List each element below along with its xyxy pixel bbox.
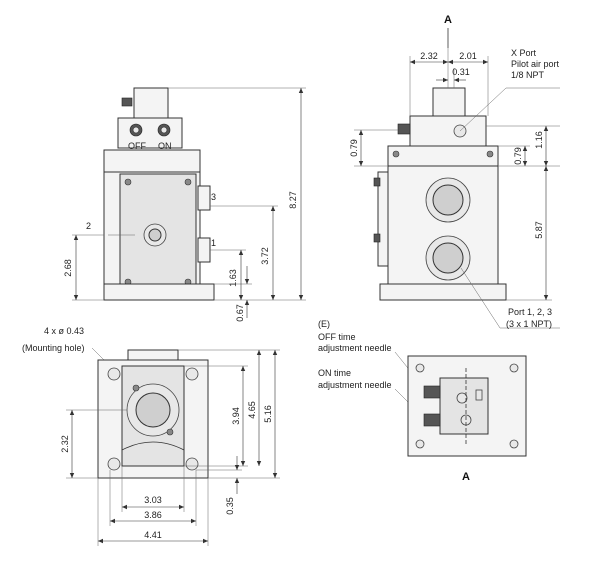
pilot-valve-block (133, 87, 169, 123)
port-2-bore (148, 228, 162, 242)
mounting-hole-icon (185, 457, 199, 471)
bolt-icon (184, 178, 192, 186)
dim-8-27: 8.27 (288, 191, 298, 209)
dim-5-16: 5.16 (263, 405, 273, 423)
dim-3-94: 3.94 (231, 407, 241, 425)
mounting-hole-icon (415, 363, 425, 373)
mounting-hole-icon (107, 457, 121, 471)
pilot-stub (127, 349, 179, 361)
section-mark-a-bottom: A (462, 471, 470, 483)
bottom-port-bore (135, 392, 171, 428)
bolt-icon (124, 178, 132, 186)
off-time-label: OFF time (318, 332, 356, 342)
port-lower-bore (432, 242, 464, 274)
dim-1-63: 1.63 (228, 269, 238, 287)
view-e-title: (E) (318, 319, 330, 329)
front-view: OFF ON 3 2 1 8.27 3.72 (63, 87, 306, 322)
leader-line (459, 87, 507, 132)
on-time-label: ON time (318, 368, 351, 378)
side-fitting (373, 233, 381, 243)
fitting-icon (475, 389, 483, 401)
dim-0-79-right: 0.79 (513, 147, 523, 165)
base-cutout (121, 441, 185, 466)
mounting-hole-icon (107, 367, 121, 381)
side-boss (377, 171, 389, 267)
timer-block (117, 117, 183, 149)
mounting-hole-icon (509, 363, 519, 373)
off-time-desc: adjustment needle (318, 343, 392, 353)
on-label: ON (158, 141, 172, 151)
pilot-valve-block (432, 87, 466, 121)
view-e: (E) OFF time adjustment needle ON time a… (318, 319, 527, 483)
on-needle-icon (423, 413, 441, 427)
base-plate (379, 283, 507, 301)
body-cap (103, 149, 201, 173)
dim-0-31: 0.31 (452, 67, 470, 77)
port-3-boss (197, 185, 211, 211)
dim-3-03: 3.03 (144, 495, 162, 505)
dim-5-87: 5.87 (534, 221, 544, 239)
mounting-hole-icon (509, 439, 519, 449)
ports-label: Port 1, 2, 3 (508, 307, 552, 317)
dim-3-72: 3.72 (260, 247, 270, 265)
off-needle-icon (423, 385, 441, 399)
dim-3-86: 3.86 (144, 510, 162, 520)
port-1-boss (197, 237, 211, 263)
dim-4-65: 4.65 (247, 401, 257, 419)
timer-body (439, 377, 489, 435)
section-mark-a-top: A (444, 14, 452, 26)
port-3-label: 3 (211, 192, 216, 202)
dim-0-79-left: 0.79 (349, 139, 359, 157)
x-port-size: 1/8 NPT (511, 70, 545, 80)
mounting-hole-icon (415, 439, 425, 449)
port-1-label: 1 (211, 238, 216, 248)
dim-4-41: 4.41 (144, 530, 162, 540)
timer-block (409, 115, 487, 147)
bolt-icon (132, 384, 140, 392)
dim-0-67: 0.67 (235, 304, 245, 322)
ports-size: (3 x 1 NPT) (506, 319, 552, 329)
bolt-icon (166, 428, 174, 436)
on-needle-inner (160, 126, 168, 134)
dim-2-32-left: 2.32 (60, 435, 70, 453)
body-cap (387, 145, 499, 167)
bottom-view: 4 x ø 0.43 (Mounting hole) 3.94 4.65 5.1… (22, 326, 280, 546)
port-icon (456, 392, 468, 404)
leader-line (460, 267, 501, 329)
on-time-desc: adjustment needle (318, 380, 392, 390)
bolt-icon (486, 150, 494, 158)
mounting-hole-icon (185, 367, 199, 381)
dim-2-68: 2.68 (63, 259, 73, 277)
mounting-hole-label: (Mounting hole) (22, 343, 85, 353)
side-fitting (373, 177, 381, 187)
bolt-icon (392, 150, 400, 158)
side-view: A 2.32 2.01 0.31 X (349, 14, 560, 329)
mounting-hole-count: 4 x ø 0.43 (44, 326, 84, 336)
pilot-fitting (121, 97, 133, 107)
x-port-desc: Pilot air port (511, 59, 560, 69)
dim-1-16: 1.16 (534, 131, 544, 149)
dim-2-01: 2.01 (459, 51, 477, 61)
port-upper-bore (432, 184, 464, 216)
dim-0-35: 0.35 (225, 497, 235, 515)
off-label: OFF (128, 141, 146, 151)
x-port-label: X Port (511, 48, 537, 58)
needle-icon (397, 123, 411, 135)
off-needle-inner (132, 126, 140, 134)
dim-2-32-top: 2.32 (420, 51, 438, 61)
base-plate (103, 283, 215, 301)
port-2-label: 2 (86, 221, 91, 231)
